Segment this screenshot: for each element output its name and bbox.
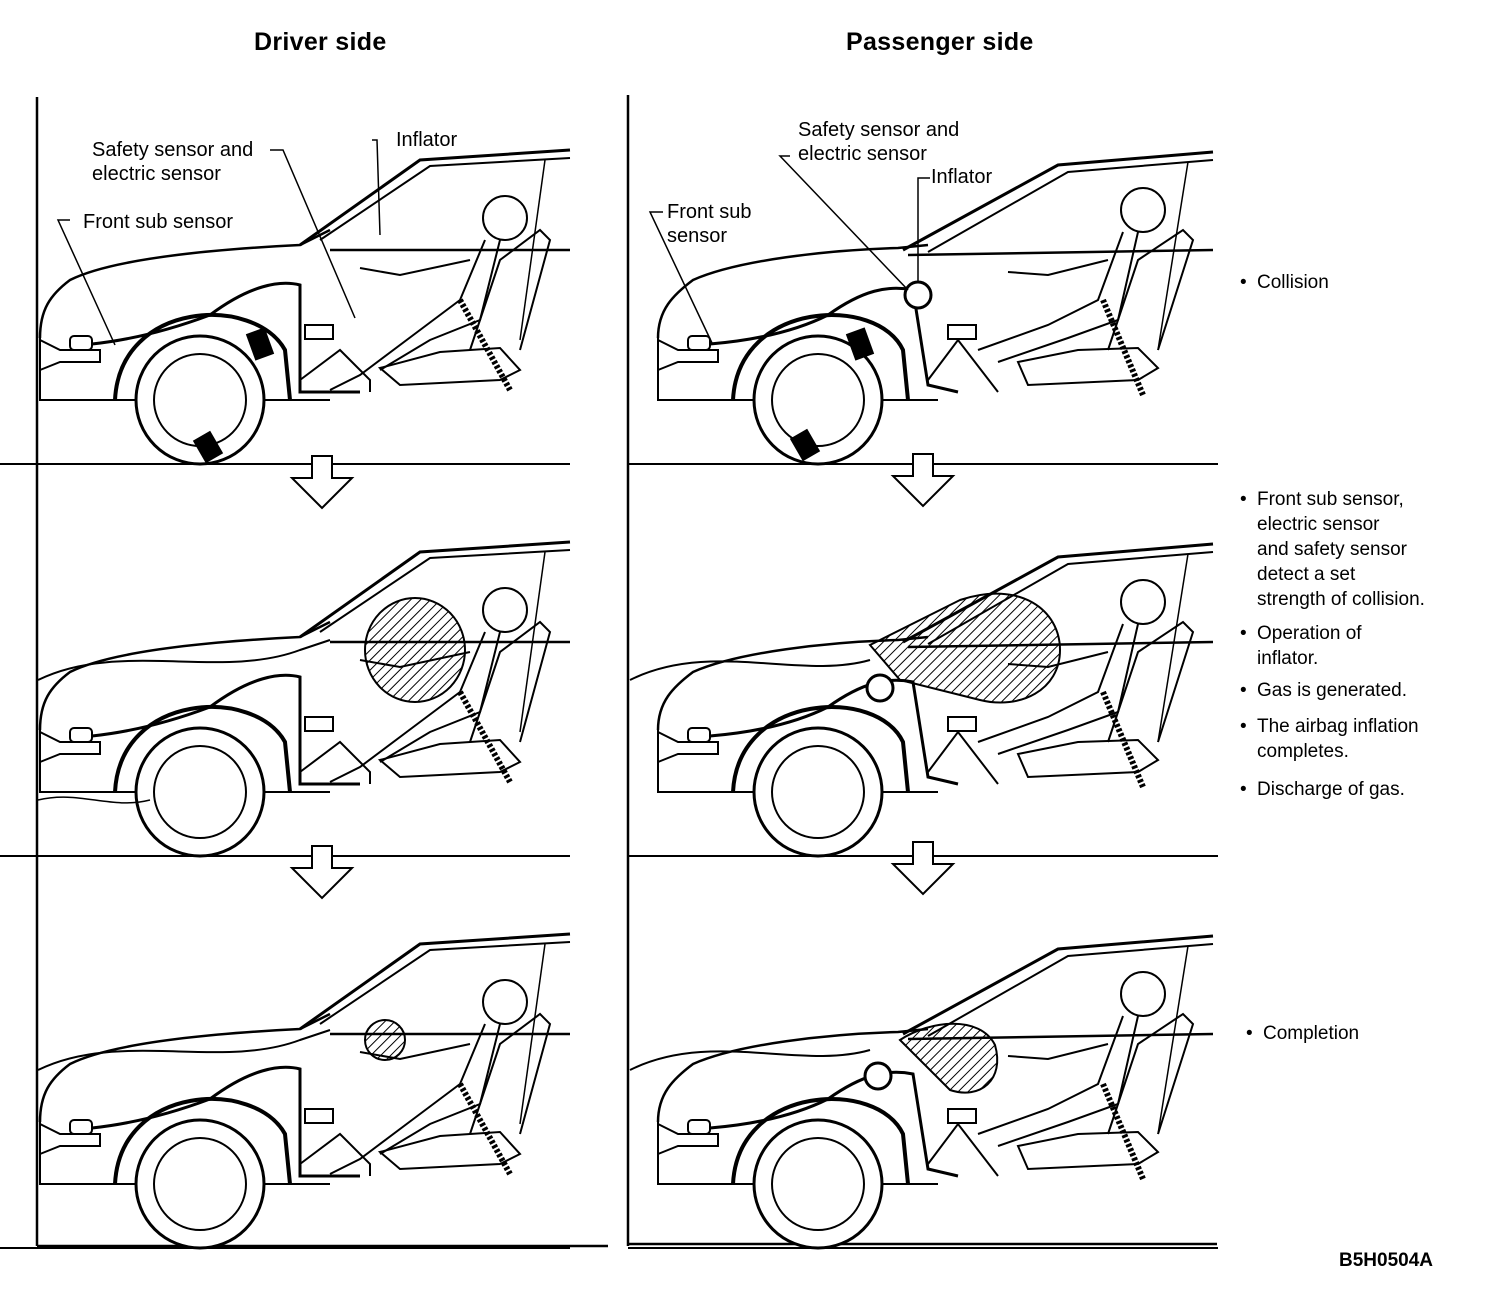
passenger-inflator-label: Inflator xyxy=(931,166,993,188)
driver-inflator-label: Inflator xyxy=(396,129,458,151)
bullet: • xyxy=(1240,489,1247,510)
passenger-panel-completion xyxy=(628,936,1218,1248)
driver-leader-lines xyxy=(56,139,381,346)
step-operation-text: Operation of inflator. xyxy=(1257,623,1362,669)
bullet: • xyxy=(1240,779,1247,800)
bullet: • xyxy=(1246,1023,1253,1044)
driver-panel-collision xyxy=(0,150,570,464)
step-collision-text: Collision xyxy=(1257,272,1329,293)
bullet: • xyxy=(1240,680,1247,701)
passenger-panel-collision xyxy=(628,152,1218,464)
bullet: • xyxy=(1240,272,1247,293)
bullet: • xyxy=(1240,716,1247,737)
passenger-panel-inflation xyxy=(628,544,1218,856)
step-discharge-text: Discharge of gas. xyxy=(1257,779,1405,800)
driver-panel-completion xyxy=(0,934,570,1248)
bullet: • xyxy=(1240,623,1247,644)
step-collision: • Collision xyxy=(1240,270,1329,295)
passenger-safety-sensor-label: Safety sensor and electric sensor xyxy=(798,119,960,165)
step-inflation-text: The airbag inflation completes. xyxy=(1257,716,1419,762)
passenger-leader-lines xyxy=(648,155,930,344)
driver-side-title: Driver side xyxy=(254,28,387,56)
step-gas-text: Gas is generated. xyxy=(1257,680,1407,701)
passenger-down-arrow-2 xyxy=(892,841,954,895)
step-completion-text: Completion xyxy=(1263,1023,1360,1044)
driver-down-arrow-2 xyxy=(291,845,353,899)
passenger-front-sub-sensor-label: Front sub sensor xyxy=(667,201,752,247)
step-discharge: • Discharge of gas. xyxy=(1240,777,1405,802)
step-detect: • Front sub sensor, electric sensor and … xyxy=(1240,487,1425,612)
step-inflation: • The airbag inflation completes. xyxy=(1240,714,1419,764)
driver-panel-inflation xyxy=(0,542,570,856)
driver-column xyxy=(35,97,608,1248)
step-gas: • Gas is generated. xyxy=(1240,678,1407,703)
step-detect-text: Front sub sensor, electric sensor and sa… xyxy=(1257,489,1425,610)
driver-front-sub-sensor-label: Front sub sensor xyxy=(83,211,234,233)
driver-safety-sensor-label: Safety sensor and electric sensor xyxy=(92,139,254,185)
passenger-side-title: Passenger side xyxy=(846,28,1034,56)
passenger-column xyxy=(626,95,1217,1246)
step-operation: • Operation of inflator. xyxy=(1240,621,1362,671)
step-completion: • Completion xyxy=(1246,1021,1359,1046)
document-code: B5H0504A xyxy=(1339,1250,1433,1271)
passenger-down-arrow-1 xyxy=(892,453,954,507)
